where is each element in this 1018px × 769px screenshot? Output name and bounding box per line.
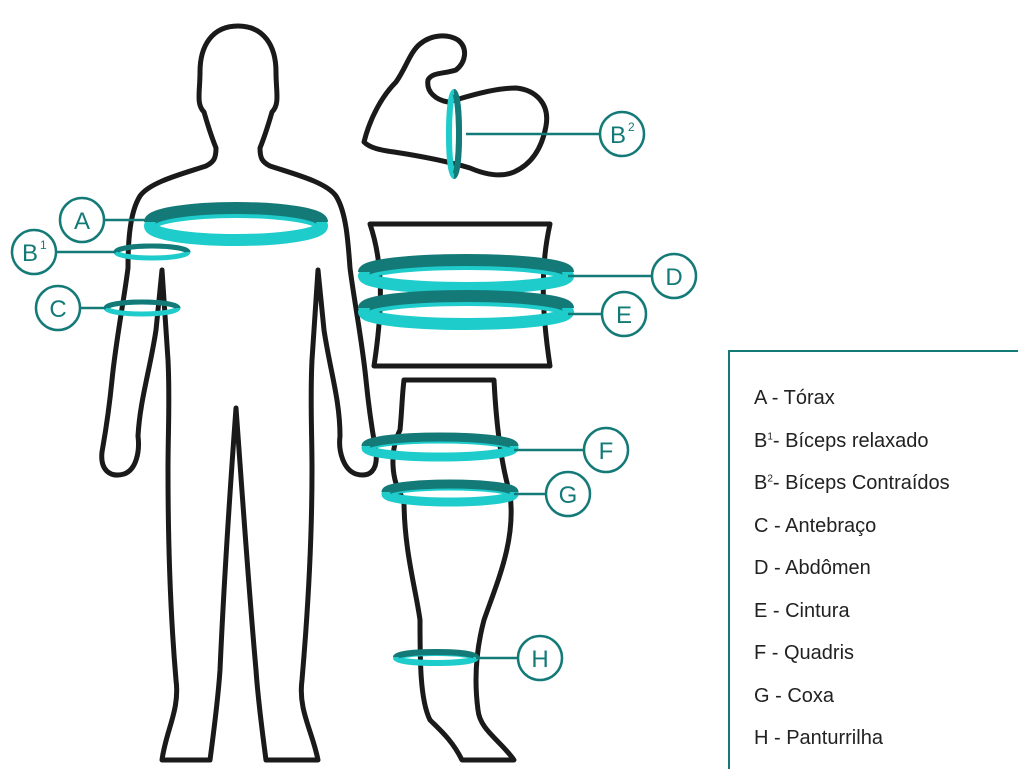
label-b2-text: B: [610, 122, 626, 149]
flexed-arm: [364, 36, 547, 176]
legend-item: E - Cintura: [754, 597, 1018, 640]
band-g: [386, 484, 514, 502]
legend-box: A - Tórax B1- Bíceps relaxado B2- Bíceps…: [728, 350, 1018, 769]
band-d: [364, 260, 568, 288]
legend-item: G - Coxa: [754, 682, 1018, 725]
band-h: [396, 652, 476, 663]
label-d: D: [652, 254, 696, 298]
label-f: F: [584, 428, 628, 472]
band-a: [150, 208, 322, 240]
leg-section: [366, 380, 514, 760]
body-outline: [102, 26, 377, 760]
label-f-text: F: [599, 438, 614, 465]
label-e: E: [602, 292, 646, 336]
label-b2: B 2: [600, 112, 644, 156]
label-h: H: [518, 636, 562, 680]
legend-item: F - Quadris: [754, 639, 1018, 682]
label-b1-sup: 1: [40, 238, 47, 252]
legend-item: B2- Bíceps Contraídos: [754, 469, 1018, 512]
label-h-text: H: [531, 646, 548, 673]
body-silhouette: [102, 26, 377, 760]
label-a: A: [60, 198, 104, 242]
label-b1-text: B: [22, 240, 38, 267]
band-e: [364, 296, 568, 324]
band-f: [366, 437, 514, 457]
label-d-text: D: [665, 264, 682, 291]
legend-item: H - Panturrilha: [754, 724, 1018, 767]
legend-list: A - Tórax B1- Bíceps relaxado B2- Bíceps…: [730, 352, 1018, 767]
label-c: C: [36, 286, 80, 330]
legend-item: A - Tórax: [754, 384, 1018, 427]
label-g: G: [546, 472, 590, 516]
label-b2-sup: 2: [628, 120, 635, 134]
label-c-text: C: [49, 296, 66, 323]
legend-item: D - Abdômen: [754, 554, 1018, 597]
torso-section: [364, 224, 568, 366]
legend-item: B1- Bíceps relaxado: [754, 427, 1018, 470]
legend-item: C - Antebraço: [754, 512, 1018, 555]
label-g-text: G: [559, 482, 578, 509]
label-b1: B 1: [12, 230, 56, 274]
label-a-text: A: [74, 208, 90, 235]
band-c: [106, 302, 178, 314]
label-e-text: E: [616, 302, 632, 329]
